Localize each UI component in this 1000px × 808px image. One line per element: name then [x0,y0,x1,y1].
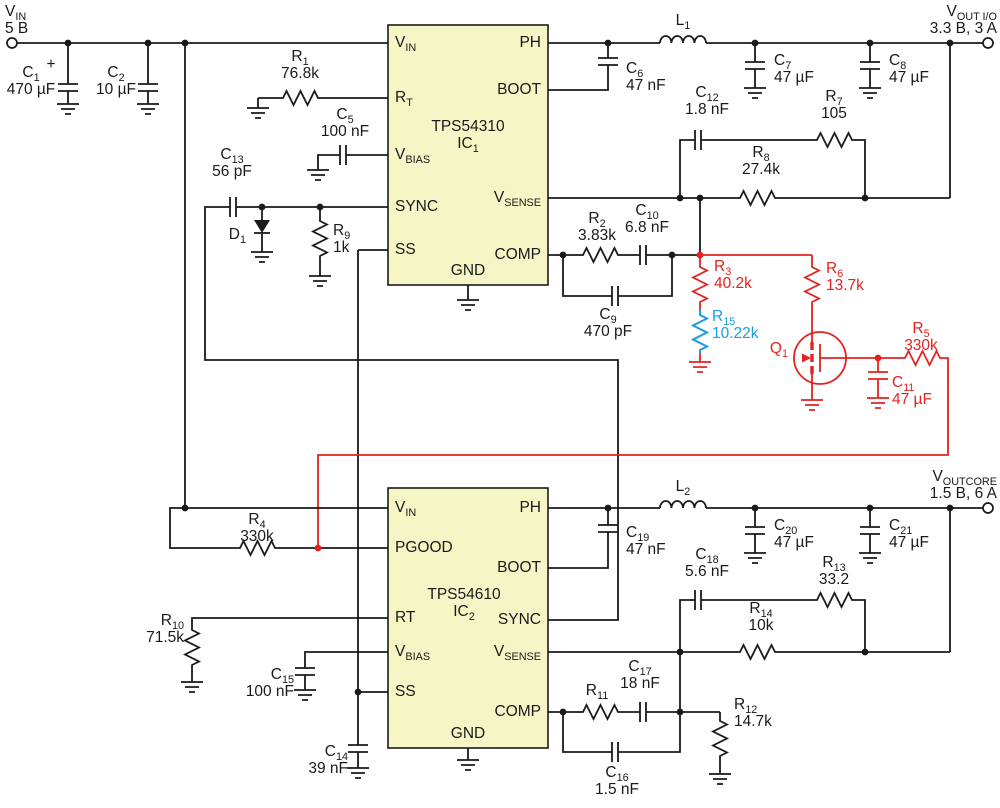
net-vin2-pgood [169,507,388,549]
capacitor-c20 [743,508,767,564]
net-vsense2 [548,508,951,653]
capacitor-c8 [858,43,882,99]
net-comp2 [548,652,720,713]
ic1-ground [456,285,480,311]
feedback-branch2 [679,599,866,652]
resistor-r7 [811,132,857,148]
resistor-r2 [577,247,623,263]
resistor-r11 [577,704,623,720]
capacitor-c21 [858,508,882,564]
net-ss [357,249,388,693]
resistor-r15 [692,309,708,355]
inductor-l1 [659,35,707,44]
ic2-ground [456,748,480,771]
input-terminal [6,37,18,49]
resistor-r4 [234,540,280,556]
capacitor-c16 [562,712,681,763]
resistor-r9 [308,207,332,287]
capacitor-c2 [136,43,160,115]
net-margining-red [317,350,949,548]
resistor-r14 [734,644,780,660]
capacitor-c7 [743,43,767,99]
diode-d1 [250,207,274,263]
capacitor-c15 [293,651,388,701]
output-terminal-io [982,37,994,49]
capacitor-c19 [548,508,619,569]
capacitor-c13 [229,196,237,218]
resistor-r10 [180,617,388,693]
net-comp1 [548,198,701,256]
capacitor-c5 [306,144,388,181]
feedback-branch1 [679,139,866,198]
junction-dots [64,39,954,716]
capacitor-c12 [694,129,702,151]
resistor-r1 [246,90,388,119]
capacitor-c9 [562,255,673,307]
output-terminal-core [982,502,994,514]
transistor-q1 [793,331,847,385]
inductor-l2 [659,500,707,509]
resistor-r12 [708,712,732,785]
capacitor-c14 [346,692,370,779]
resistor-r8 [734,190,780,206]
ic1-body [387,24,549,286]
net-vin-rail [17,42,388,508]
capacitor-c10 [639,244,647,266]
capacitor-c17 [639,701,647,723]
resistor-r13 [811,592,857,608]
ic2-body [387,487,549,749]
capacitor-c6 [548,43,619,91]
divider-red-network [688,254,824,411]
capacitor-c1 [56,43,80,115]
capacitor-c18 [694,589,702,611]
